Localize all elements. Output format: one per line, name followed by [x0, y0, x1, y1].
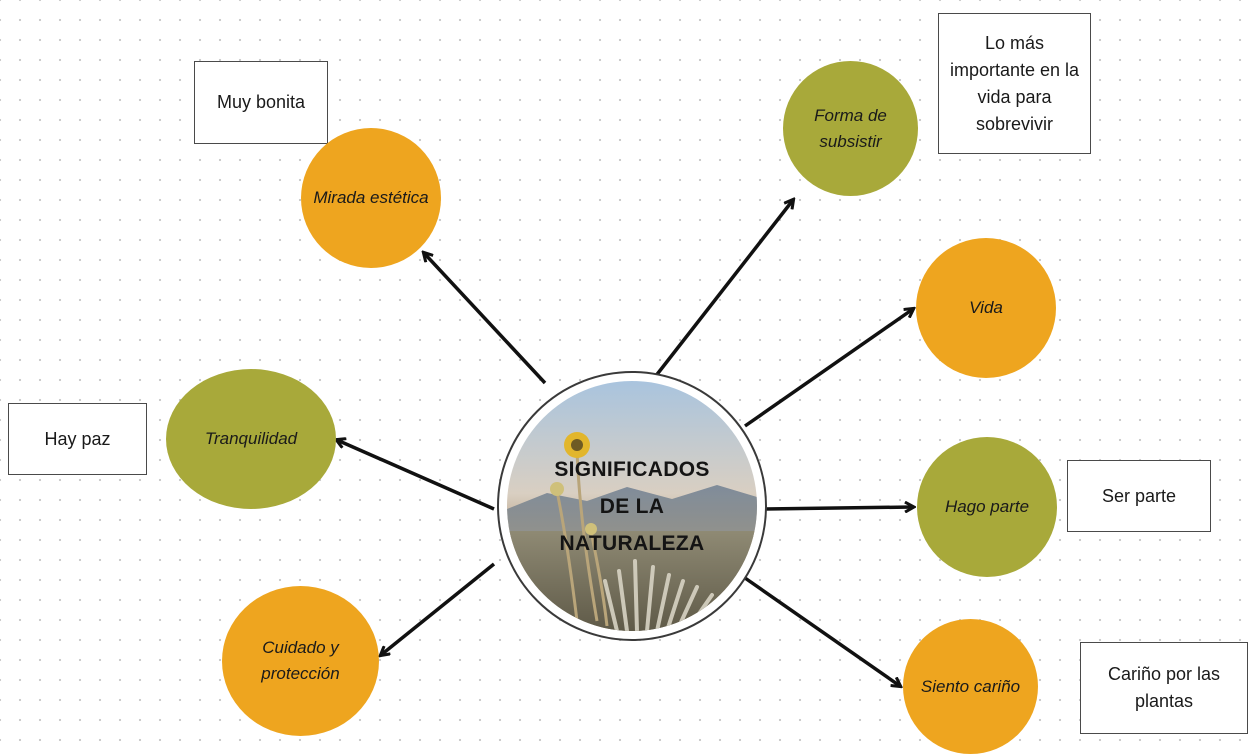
note-muy-bonita: Muy bonita	[194, 61, 328, 144]
node-vida: Vida	[916, 238, 1056, 378]
node-forma-de-subsistir: Forma de subsistir	[783, 61, 918, 196]
arrow-to-tranquilidad	[337, 440, 495, 511]
center-title-text: SIGNIFICADOS DE LA NATURALEZA	[554, 457, 710, 555]
arrow-to-vida	[743, 309, 913, 428]
note-carino-plantas: Cariño por las plantas	[1080, 642, 1248, 734]
arrow-to-cuidado	[381, 562, 496, 655]
node-tranquilidad: Tranquilidad	[166, 369, 336, 509]
center-title: SIGNIFICADOS DE LA NATURALEZA	[499, 373, 765, 639]
node-cuidado-y-proteccion: Cuidado y protección	[222, 586, 379, 736]
node-siento-carino: Siento cariño	[903, 619, 1038, 754]
note-ser-parte: Ser parte	[1067, 460, 1211, 532]
arrow-to-hago	[764, 507, 913, 509]
note-lo-mas-importante: Lo más importante en la vida para sobrev…	[938, 13, 1091, 154]
note-hay-paz: Hay paz	[8, 403, 147, 475]
arrow-to-siento	[743, 576, 900, 686]
arrow-to-forma	[653, 200, 793, 379]
center-node: SIGNIFICADOS DE LA NATURALEZA	[497, 371, 767, 641]
node-hago-parte: Hago parte	[917, 437, 1057, 577]
arrow-to-mirada	[424, 253, 547, 385]
node-mirada-estetica: Mirada estética	[301, 128, 441, 268]
